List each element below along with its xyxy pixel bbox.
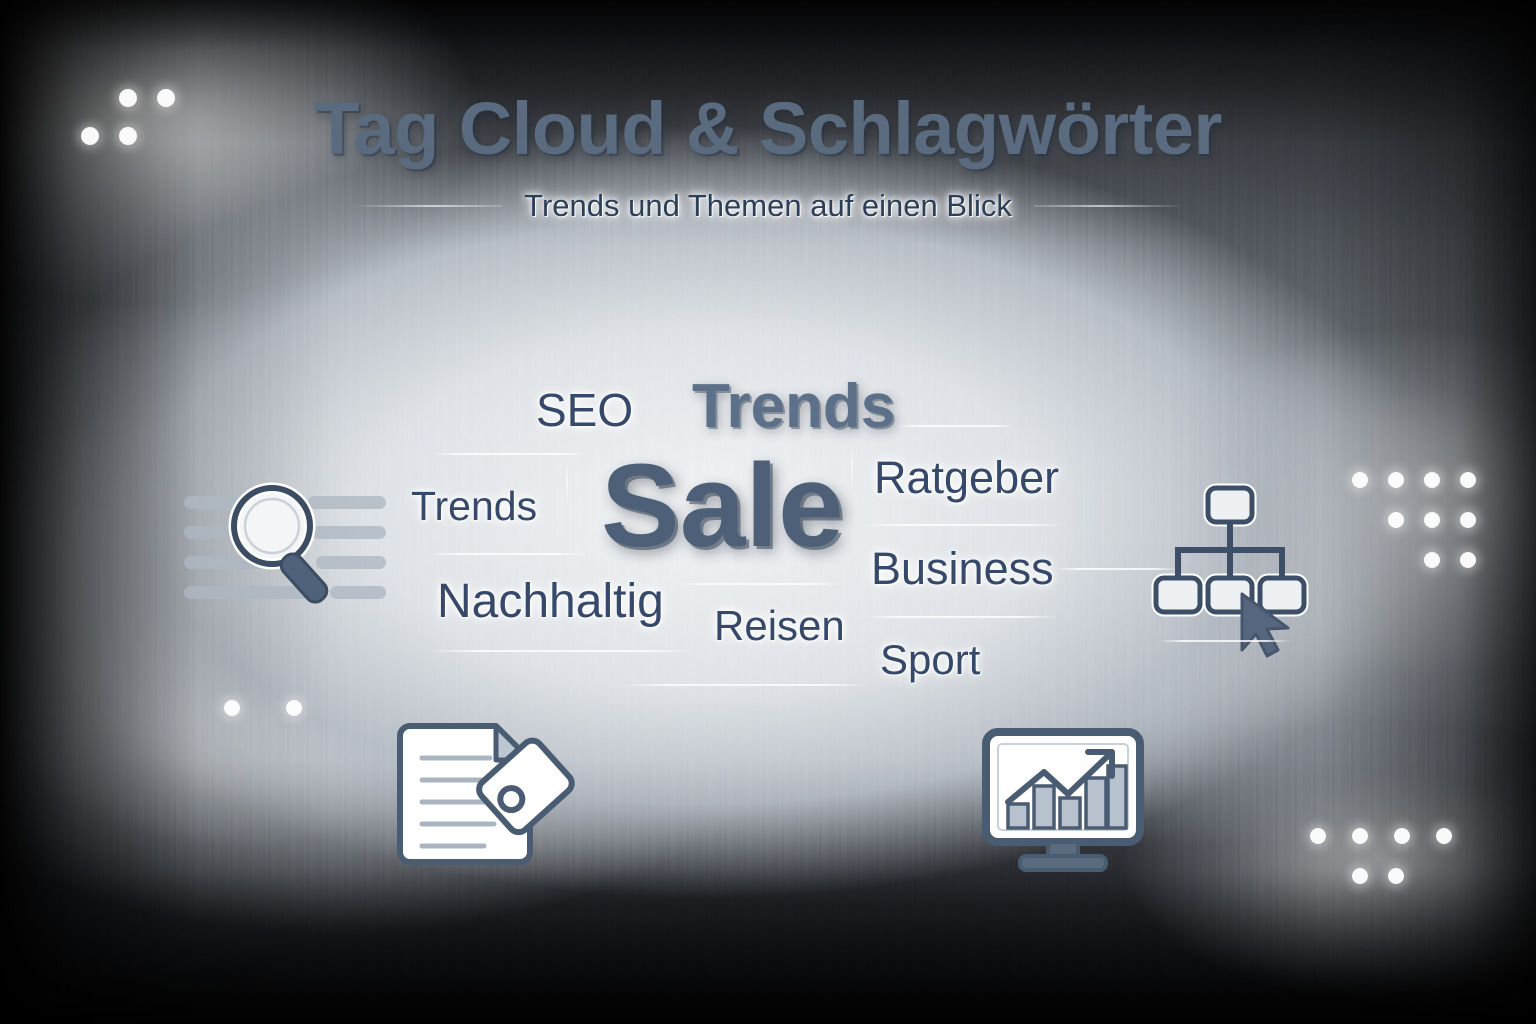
decorative-dot [1352, 828, 1368, 844]
decorative-dot [1460, 472, 1476, 488]
tag-word[interactable]: Sport [880, 636, 981, 683]
search-magnifier-icon[interactable] [180, 468, 390, 613]
tag-divider-vertical [566, 460, 568, 506]
subtitle-row: Trends und Themen auf einen Blick [0, 188, 1536, 224]
decorative-dot [1424, 512, 1440, 528]
decorative-dot [1424, 472, 1440, 488]
tag-divider-line [624, 684, 866, 686]
decorative-dot [157, 89, 175, 107]
tag-divider-line [430, 650, 692, 652]
decorative-dot [286, 700, 302, 716]
decorative-dot [1310, 828, 1326, 844]
decorative-dot [1460, 512, 1476, 528]
decorative-dot [224, 700, 240, 716]
tag-divider-line [677, 583, 839, 585]
decorative-dot [81, 127, 99, 145]
decorative-dot [1394, 828, 1410, 844]
tag-divider-vertical [851, 444, 853, 494]
tag-divider-line [430, 553, 586, 555]
tag-word[interactable]: Trends [411, 483, 538, 529]
page-title: Tag Cloud & Schlagwörter [314, 87, 1222, 170]
decorative-dot [1424, 552, 1440, 568]
decorative-dot [1388, 868, 1404, 884]
tag-divider-line [897, 425, 1015, 427]
tag-divider-line [1160, 640, 1290, 642]
tag-word[interactable]: Reisen [714, 602, 845, 649]
tag-divider-line [434, 453, 586, 455]
header-block: Tag Cloud & Schlagwörter Trends und Them… [0, 92, 1536, 224]
decorative-dot [119, 127, 137, 145]
decorative-dot [1388, 472, 1404, 488]
sitemap-cursor-icon[interactable] [1150, 482, 1310, 658]
tag-word[interactable]: Trends [692, 372, 896, 441]
decorative-dot [1436, 828, 1452, 844]
decorative-dot [1460, 552, 1476, 568]
subtitle-rule-right [1033, 205, 1184, 207]
tag-word[interactable]: Business [871, 543, 1054, 594]
tag-word[interactable]: Nachhaltig [437, 575, 664, 628]
document-tag-icon[interactable] [392, 723, 575, 874]
tag-divider-line [866, 524, 1062, 526]
tag-word[interactable]: Ratgeber [874, 452, 1060, 503]
chart-monitor-icon[interactable] [982, 728, 1144, 876]
decorative-dot [1352, 472, 1368, 488]
decorative-dot [1352, 868, 1368, 884]
tag-word[interactable]: Sale [601, 440, 844, 572]
tag-divider-line [1056, 568, 1176, 570]
page-subtitle: Trends und Themen auf einen Blick [524, 188, 1012, 223]
decorative-dot [119, 89, 137, 107]
subtitle-rule-left [352, 205, 503, 207]
tag-divider-line [866, 616, 1056, 618]
tag-word[interactable]: SEO [536, 384, 634, 436]
decorative-dot [1388, 512, 1404, 528]
